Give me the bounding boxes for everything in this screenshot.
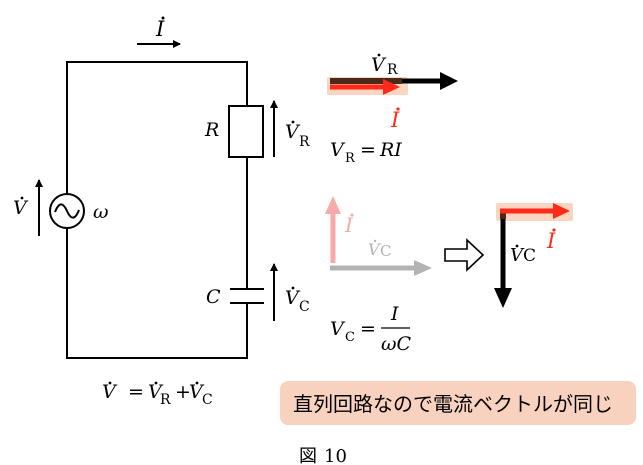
kvl-plus: + <box>175 381 191 403</box>
capacitor-label: C <box>206 286 221 308</box>
resistor-ohm-equation: V R = RI <box>330 139 402 166</box>
dot-accent <box>515 244 519 248</box>
ir-phasor-label: I <box>390 108 400 132</box>
dot-accent <box>377 53 381 57</box>
dot-accent <box>291 120 295 124</box>
capacitor-phasor-after: V C I <box>494 203 573 308</box>
dot-accent <box>373 239 377 243</box>
resistor-voltage-subscript: R <box>299 134 310 150</box>
dot-accent <box>291 286 295 290</box>
vr-phasor-label: V <box>371 54 387 76</box>
capacitor-current-phasor-head <box>553 203 570 219</box>
overlap-dark <box>500 209 506 219</box>
source-frequency-label: ω <box>93 201 109 223</box>
resistor-voltage-phasor-head <box>440 72 458 90</box>
vr-eq-lhs: V <box>330 139 346 161</box>
kvl-term2-subscript: C <box>202 392 213 408</box>
faded-voltage-label: V <box>368 240 381 259</box>
note-text: 直列回路なので電流ベクトルが同じ <box>293 392 613 416</box>
kvl-term2: V <box>189 381 205 403</box>
transform-arrow-icon <box>444 238 485 272</box>
overlap-dark <box>330 78 402 84</box>
vr-phasor-subscript: R <box>387 62 398 78</box>
vc-eq-denominator: ωC <box>381 333 411 355</box>
current-label: I <box>155 17 165 41</box>
capacitor-voltage-phasor-head <box>494 288 512 308</box>
vc-eq-equals: = <box>360 318 376 340</box>
capacitor-icon <box>230 288 264 304</box>
vr-eq-rhs: RI <box>379 139 402 161</box>
dot-accent <box>108 381 112 385</box>
resistor-label: R <box>204 119 219 141</box>
vc-phasor-subscript: C <box>523 246 536 266</box>
faded-current-phasor-head <box>325 196 341 214</box>
vc-eq-numerator: I <box>390 303 399 325</box>
resistor-icon <box>228 105 264 158</box>
vc-eq-lhs: V <box>330 318 346 340</box>
caption-number: 10 <box>324 446 347 465</box>
dot-accent <box>552 228 556 232</box>
vc-eq-lhs-sub: C <box>345 330 355 345</box>
vc-phasor-label: V <box>510 245 525 266</box>
dot-accent <box>396 107 400 111</box>
faded-voltage-phasor-head <box>414 260 432 276</box>
note-box <box>280 381 636 425</box>
figure-caption: 図 10 <box>299 446 347 465</box>
kvl-lhs: V <box>102 381 118 403</box>
kvl-equals: = <box>128 381 144 403</box>
dot-accent <box>161 16 165 20</box>
capacitor-reactance-equation: V C = I ωC <box>330 303 411 355</box>
circuit: I V ω R V R C V C V = V R + V C <box>13 16 310 408</box>
faded-current-label: I <box>344 213 354 237</box>
kvl-term1: V <box>148 381 164 403</box>
kvl-equation: V = V R + V C <box>102 381 213 408</box>
capacitor-voltage-subscript: C <box>299 299 310 315</box>
resistor-phasor-diagram: V R I V R = RI <box>327 53 458 166</box>
dot-accent <box>195 381 199 385</box>
ic-phasor-label: I <box>546 229 556 253</box>
ac-source-icon <box>49 193 85 229</box>
vr-eq-lhs-sub: R <box>345 151 356 166</box>
caption-prefix: 図 <box>299 446 317 465</box>
resistor-current-phasor-head <box>383 79 400 95</box>
dot-accent <box>154 381 158 385</box>
dot-accent <box>20 196 24 200</box>
capacitor-phasor-before: I V C V C = I ωC <box>325 196 432 355</box>
dot-accent <box>350 213 354 217</box>
capacitor-voltage-label: V <box>285 287 301 309</box>
kvl-term1-subscript: R <box>160 392 171 408</box>
resistor-voltage-label: V <box>285 121 301 143</box>
faded-voltage-subscript: C <box>380 242 391 260</box>
source-voltage-label: V <box>13 197 29 219</box>
vr-eq-equals: = <box>360 139 376 161</box>
circuit-wire <box>66 61 248 359</box>
